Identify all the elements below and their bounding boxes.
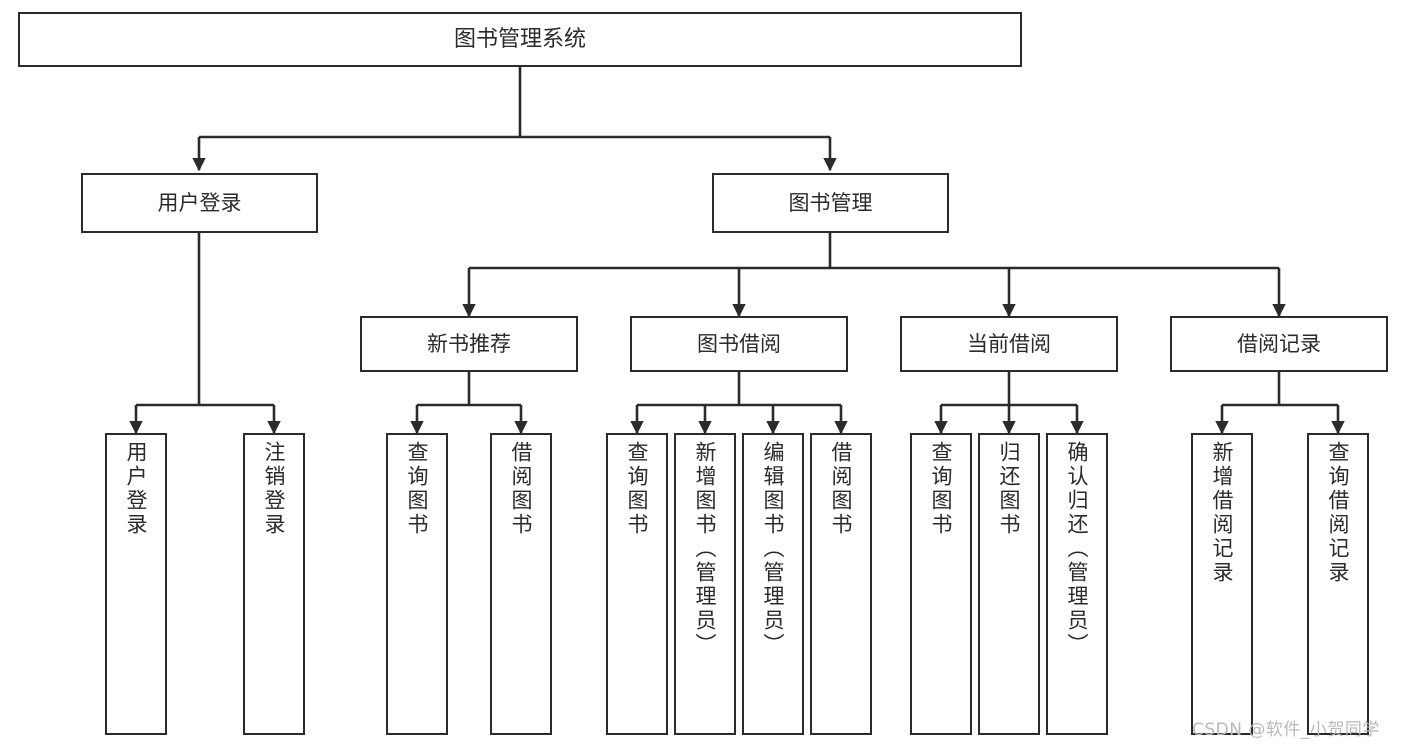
node-label: 借阅记录 <box>1237 331 1321 356</box>
node-label: 用户登录 <box>157 190 242 215</box>
node-root-system[interactable]: 图书管理系统 <box>18 12 1022 67</box>
node-label: 借阅图书 <box>829 441 854 537</box>
node-label: 归还图书 <box>997 441 1022 537</box>
node-new-book-recommend[interactable]: 新书推荐 <box>360 316 578 372</box>
node-book-management[interactable]: 图书管理 <box>712 173 949 233</box>
node-label: 当前借阅 <box>967 331 1051 356</box>
node-label: 查询图书 <box>625 441 650 537</box>
leaf-book-borrow-edit[interactable]: 编辑图书（管理员） <box>742 433 804 735</box>
node-label: 借阅图书 <box>509 441 534 537</box>
leaf-new-book-borrow[interactable]: 借阅图书 <box>490 433 552 735</box>
node-label: 用户登录 <box>124 441 149 537</box>
node-label: 新增图书（管理员） <box>693 441 718 657</box>
leaf-current-borrow-query[interactable]: 查询图书 <box>910 433 972 735</box>
leaf-book-borrow-lend[interactable]: 借阅图书 <box>810 433 872 735</box>
leaf-current-borrow-return[interactable]: 归还图书 <box>978 433 1040 735</box>
node-label: 查询借阅记录 <box>1326 441 1351 585</box>
node-label: 图书借阅 <box>697 331 781 356</box>
node-label: 注销登录 <box>262 441 287 537</box>
leaf-user-login-signout[interactable]: 注销登录 <box>243 433 305 735</box>
node-book-borrow[interactable]: 图书借阅 <box>630 316 848 372</box>
node-label: 新书推荐 <box>427 331 511 356</box>
node-label: 查询图书 <box>405 441 430 537</box>
leaf-new-book-query[interactable]: 查询图书 <box>386 433 448 735</box>
leaf-current-borrow-confirm-return[interactable]: 确认归还（管理员） <box>1046 433 1108 735</box>
node-current-borrow[interactable]: 当前借阅 <box>900 316 1118 372</box>
leaf-borrow-record-query[interactable]: 查询借阅记录 <box>1307 433 1369 735</box>
leaf-user-login-signin[interactable]: 用户登录 <box>105 433 167 735</box>
leaf-book-borrow-query[interactable]: 查询图书 <box>606 433 668 735</box>
node-label: 图书管理 <box>788 190 873 215</box>
leaf-book-borrow-add[interactable]: 新增图书（管理员） <box>674 433 736 735</box>
node-label: 图书管理系统 <box>453 26 586 52</box>
csdn-watermark: CSDN @软件_小贺同学 <box>1192 720 1380 740</box>
node-label: 新增借阅记录 <box>1210 441 1235 585</box>
leaf-borrow-record-add[interactable]: 新增借阅记录 <box>1191 433 1253 735</box>
node-borrow-record[interactable]: 借阅记录 <box>1170 316 1388 372</box>
node-label: 查询图书 <box>929 441 954 537</box>
node-user-login[interactable]: 用户登录 <box>81 173 318 233</box>
node-label: 确认归还（管理员） <box>1065 441 1090 657</box>
node-label: 编辑图书（管理员） <box>761 441 786 657</box>
